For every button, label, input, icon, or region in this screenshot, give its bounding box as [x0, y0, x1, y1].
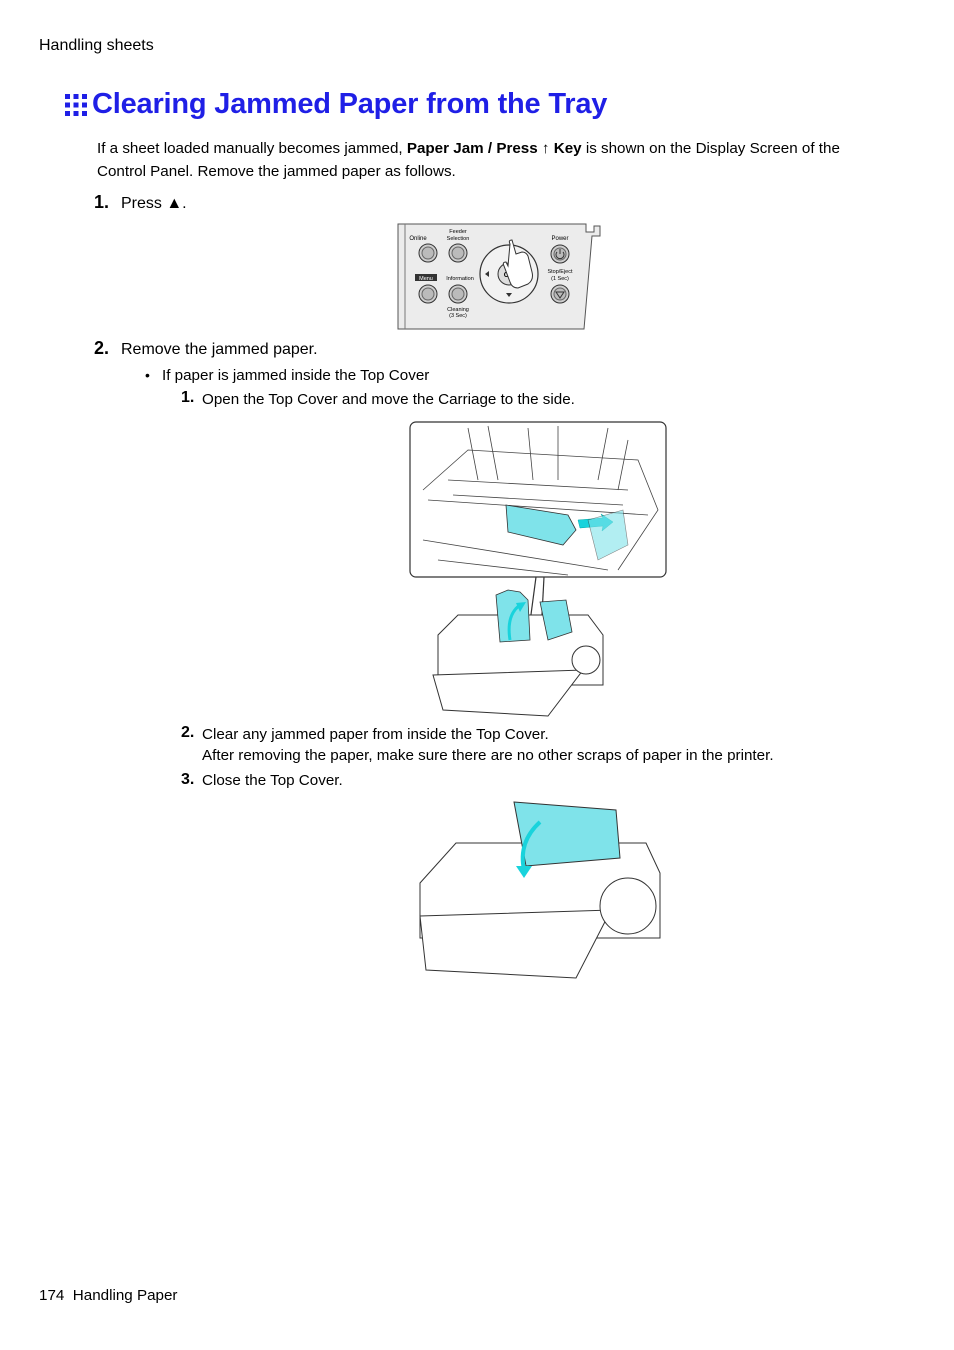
step-number: 2. — [94, 338, 110, 358]
substep-2-number: 2. — [181, 724, 195, 741]
stop-label-1: Stop/Eject — [547, 269, 573, 275]
information-label: Information — [446, 276, 474, 282]
intro-text-2: is shown on the Display Screen of the Co… — [97, 140, 840, 180]
substep-3-text: Close the Top Cover. — [202, 772, 343, 789]
close-arrow-icon — [520, 820, 542, 871]
intro-text-1: If a sheet loaded manually becomes jamme… — [97, 140, 407, 157]
step-1-text: Press ▲. — [121, 195, 187, 212]
online-label: Online — [409, 236, 427, 242]
feeder-label-1: Feeder — [449, 229, 467, 235]
bullet-dot: • — [145, 367, 150, 383]
substep-1-text: Open the Top Cover and move the Carriage… — [202, 391, 575, 408]
step-1: 1. — [94, 192, 109, 213]
step-number: 1. — [94, 192, 110, 212]
eject-icon — [555, 291, 565, 299]
menu-label: Menu — [419, 276, 433, 282]
footer: 174 Handling Paper — [39, 1287, 178, 1304]
top-cover-highlight — [513, 801, 621, 867]
running-header: Handling sheets — [39, 37, 154, 54]
arrow-left-icon — [485, 271, 489, 277]
cleaning-label-1: Cleaning — [447, 307, 469, 313]
bullet-text: If paper is jammed inside the Top Cover — [162, 367, 430, 384]
step-2-text: Remove the jammed paper. — [121, 341, 318, 358]
cleaning-label-2: (3 Sec) — [449, 313, 467, 319]
substep-2-note: After removing the paper, make sure ther… — [202, 747, 774, 764]
substep-2-text: Clear any jammed paper from inside the T… — [202, 726, 549, 743]
open-top-cover-illustration — [409, 421, 667, 717]
substep-3-number: 3. — [181, 771, 195, 788]
intro-bold: Paper Jam / Press ↑ Key — [406, 140, 582, 157]
grid-icon — [65, 93, 87, 116]
stop-label-2: (1 Sec) — [551, 276, 569, 282]
arrow-down-icon — [506, 293, 512, 297]
step-2: 2. — [94, 338, 109, 359]
page-number: 174 — [39, 1287, 65, 1304]
close-top-cover-illustration — [419, 801, 661, 979]
menu-badge — [415, 274, 437, 281]
page-title: Clearing Jammed Paper from the Tray — [92, 88, 608, 120]
feeder-label-2: Selection — [447, 236, 470, 242]
power-label: Power — [551, 236, 568, 242]
footer-chapter: Handling Paper — [72, 1287, 178, 1304]
control-panel-illustration: Online Feeder Selection Power Menu Infor… — [397, 223, 601, 330]
jammed-paper-highlight — [505, 504, 577, 546]
intro-paragraph: If a sheet loaded manually becomes jamme… — [97, 137, 877, 183]
section-heading: Clearing Jammed Paper from the Tray — [64, 88, 607, 121]
substep-1-number: 1. — [181, 389, 195, 406]
finger-press-icon — [502, 239, 533, 289]
power-icon — [555, 249, 565, 260]
